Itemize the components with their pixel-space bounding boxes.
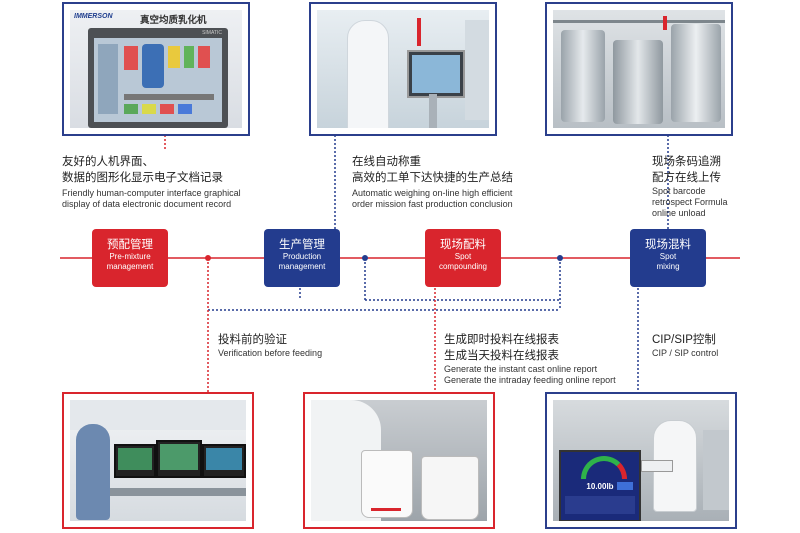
hmi-screen	[94, 38, 222, 122]
process-box-premixture: 预配管理 Pre-mixture management	[92, 229, 168, 287]
process-label-en: Spot	[454, 252, 472, 261]
operator-figure	[347, 20, 389, 128]
caption-en: Generate the instant cast online report	[444, 364, 598, 374]
brand-logo: IMMERSON	[74, 13, 113, 20]
caption-hmi: 友好的人机界面、 数据的图形化显示电子文档记录 Friendly human-c…	[62, 154, 241, 210]
hmi-panel: SIMATIC	[88, 28, 228, 128]
bucket	[421, 456, 479, 520]
photo-operator-touchscreen	[317, 10, 489, 128]
photo-frame-compounding	[303, 392, 495, 529]
machine-title: 真空均质乳化机	[140, 15, 207, 26]
cip-screen: 10.00lb	[559, 450, 641, 521]
process-box-compounding: 现场配料 Spot compounding	[425, 229, 501, 287]
tank	[561, 30, 605, 122]
caption-en: CIP / SIP control	[652, 348, 719, 358]
process-label-zh: 预配管理	[107, 239, 153, 251]
tank	[613, 40, 663, 124]
caption-en: display of data electronic document reco…	[62, 199, 232, 209]
caption-zh: 友好的人机界面、	[62, 156, 154, 168]
caption-weighing: 在线自动称重 高效的工单下达快捷的生产总结 Automatic weighing…	[352, 154, 513, 210]
process-label-zh: 生产管理	[279, 239, 325, 251]
photo-operator-monitors	[70, 400, 246, 521]
bucket	[361, 450, 413, 518]
photo-ingredient-buckets	[311, 400, 487, 521]
process-label-en: compounding	[438, 261, 488, 271]
process-label-zh: 现场配料	[440, 239, 486, 251]
photo-frame-control-room	[62, 392, 254, 529]
photo-mixing-tanks	[553, 10, 725, 128]
process-label-en: management	[278, 261, 326, 271]
process-label-en: Pre-mixture	[109, 252, 151, 261]
caption-en: Verification before feeding	[218, 348, 323, 358]
caption-en: Generate the intraday feeding online rep…	[444, 375, 616, 385]
process-label-en: management	[106, 261, 154, 271]
caption-en: order mission fast production conclusion	[352, 199, 513, 209]
operator-figure	[76, 424, 110, 520]
caption-cip: CIP/SIP控制 CIP / SIP control	[652, 332, 718, 359]
junction-dot	[557, 255, 563, 261]
monitor	[114, 444, 156, 478]
caption-zh: 投料前的验证	[218, 334, 287, 346]
caption-zh: 生成当天投料在线报表	[444, 350, 559, 362]
caption-zh: 现场条码追溯	[652, 156, 721, 168]
caption-barcode: 现场条码追溯 配方在线上传 Spot barcode retrospect Fo…	[652, 154, 728, 219]
caption-en: Friendly human-computer interface graphi…	[62, 188, 241, 198]
photo-cip-terminal: 10.00lb	[553, 400, 729, 521]
photo-hmi-machine: IMMERSON 真空均质乳化机 SIMATIC	[70, 10, 242, 128]
caption-en: Automatic weighing on-line high efficien…	[352, 188, 513, 198]
junction-dot	[362, 255, 368, 261]
caption-en: Spot barcode	[652, 186, 706, 196]
photo-frame-hmi-machine: IMMERSON 真空均质乳化机 SIMATIC	[62, 2, 250, 136]
weight-readout: 10.00lb	[586, 482, 614, 491]
caption-zh: 配方在线上传	[652, 172, 721, 184]
caption-zh: 高效的工单下达快捷的生产总结	[352, 172, 513, 184]
photo-frame-mixing-plant	[545, 2, 733, 136]
photo-frame-cip: 10.00lb	[545, 392, 737, 529]
process-label-zh: 现场混料	[645, 239, 691, 251]
process-box-production: 生产管理 Production management	[264, 229, 340, 287]
process-label-en: Spot	[659, 252, 677, 261]
process-box-mixing: 现场混料 Spot mixing	[630, 229, 706, 287]
touchscreen-terminal	[407, 50, 465, 98]
caption-zh: CIP/SIP控制	[652, 334, 716, 346]
process-label-en: Production	[282, 252, 322, 261]
caption-en: online unload	[652, 208, 706, 218]
monitor	[202, 444, 246, 478]
monitor	[156, 440, 202, 478]
caption-zh: 生成即时投料在线报表	[444, 334, 559, 346]
tank	[671, 24, 721, 122]
caption-zh: 数据的图形化显示电子文档记录	[62, 172, 223, 184]
caption-reports: 生成即时投料在线报表 生成当天投料在线报表 Generate the insta…	[444, 332, 616, 386]
caption-zh: 在线自动称重	[352, 156, 421, 168]
panel-label: SIMATIC	[202, 30, 222, 36]
caption-verification: 投料前的验证 Verification before feeding	[218, 332, 322, 359]
scale	[641, 460, 673, 472]
caption-en: retrospect Formula	[652, 197, 728, 207]
junction-dot	[205, 255, 211, 261]
photo-frame-weighing	[309, 2, 497, 136]
process-label-en: mixing	[656, 261, 680, 271]
